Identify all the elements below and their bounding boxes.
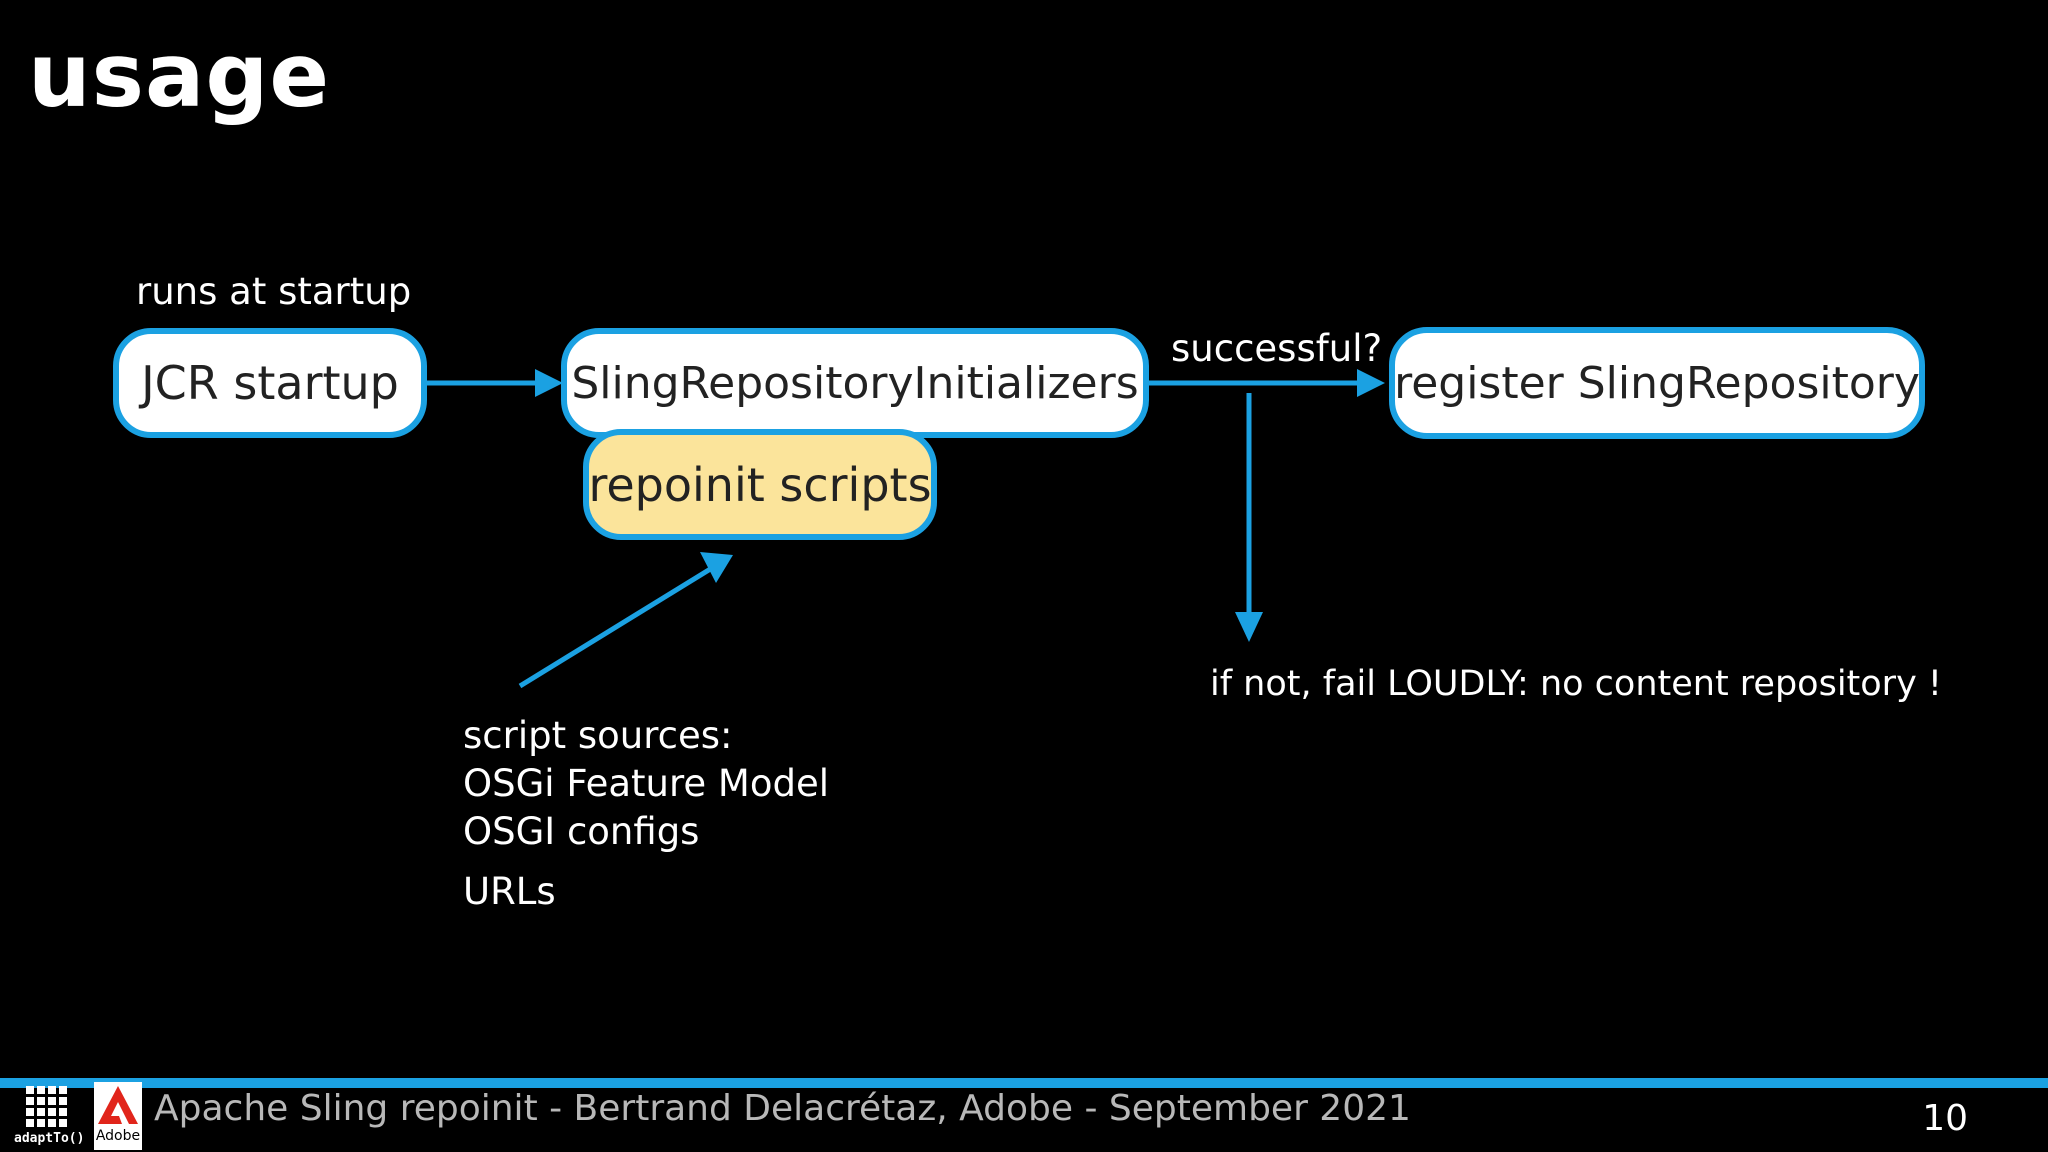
successful-label: successful?: [1171, 327, 1383, 370]
runs-at-startup-label: runs at startup: [136, 270, 412, 313]
adaptto-logo-text: adaptTo(): [14, 1131, 85, 1146]
repoinit-scripts-box: repoinit scripts: [583, 429, 937, 540]
script-sources-heading: script sources:: [463, 714, 733, 757]
sling-repository-initializers-box: SlingRepositoryInitializers: [561, 328, 1149, 438]
script-source-item: URLs: [463, 870, 556, 913]
script-source-item: OSGi Feature Model: [463, 762, 829, 805]
arrow-sources-to-repoinit: [518, 552, 733, 689]
footer-text: Apache Sling repoinit - Bertrand Delacré…: [154, 1088, 1411, 1129]
slide-title: usage: [28, 24, 331, 127]
failure-label: if not, fail LOUDLY: no content reposito…: [1210, 664, 1942, 704]
page-number: 10: [1922, 1098, 1968, 1139]
arrow-initializers-to-register: [1148, 369, 1385, 397]
jcr-startup-box: JCR startup: [113, 328, 427, 438]
footer-accent-bar: [0, 1078, 2048, 1088]
footer: [0, 1088, 2048, 1152]
adobe-logo-icon: [94, 1082, 142, 1150]
script-source-item: OSGI configs: [463, 810, 700, 853]
adaptto-logo-icon: [26, 1086, 67, 1127]
arrow-down-to-failure: [1235, 393, 1263, 642]
arrow-jcr-to-initializers: [425, 369, 563, 397]
adobe-logo-text: Adobe: [95, 1128, 141, 1144]
register-sling-repository-box: register SlingRepository: [1389, 327, 1925, 439]
script-sources: script sources: OSGi Feature Model OSGI …: [463, 712, 829, 916]
